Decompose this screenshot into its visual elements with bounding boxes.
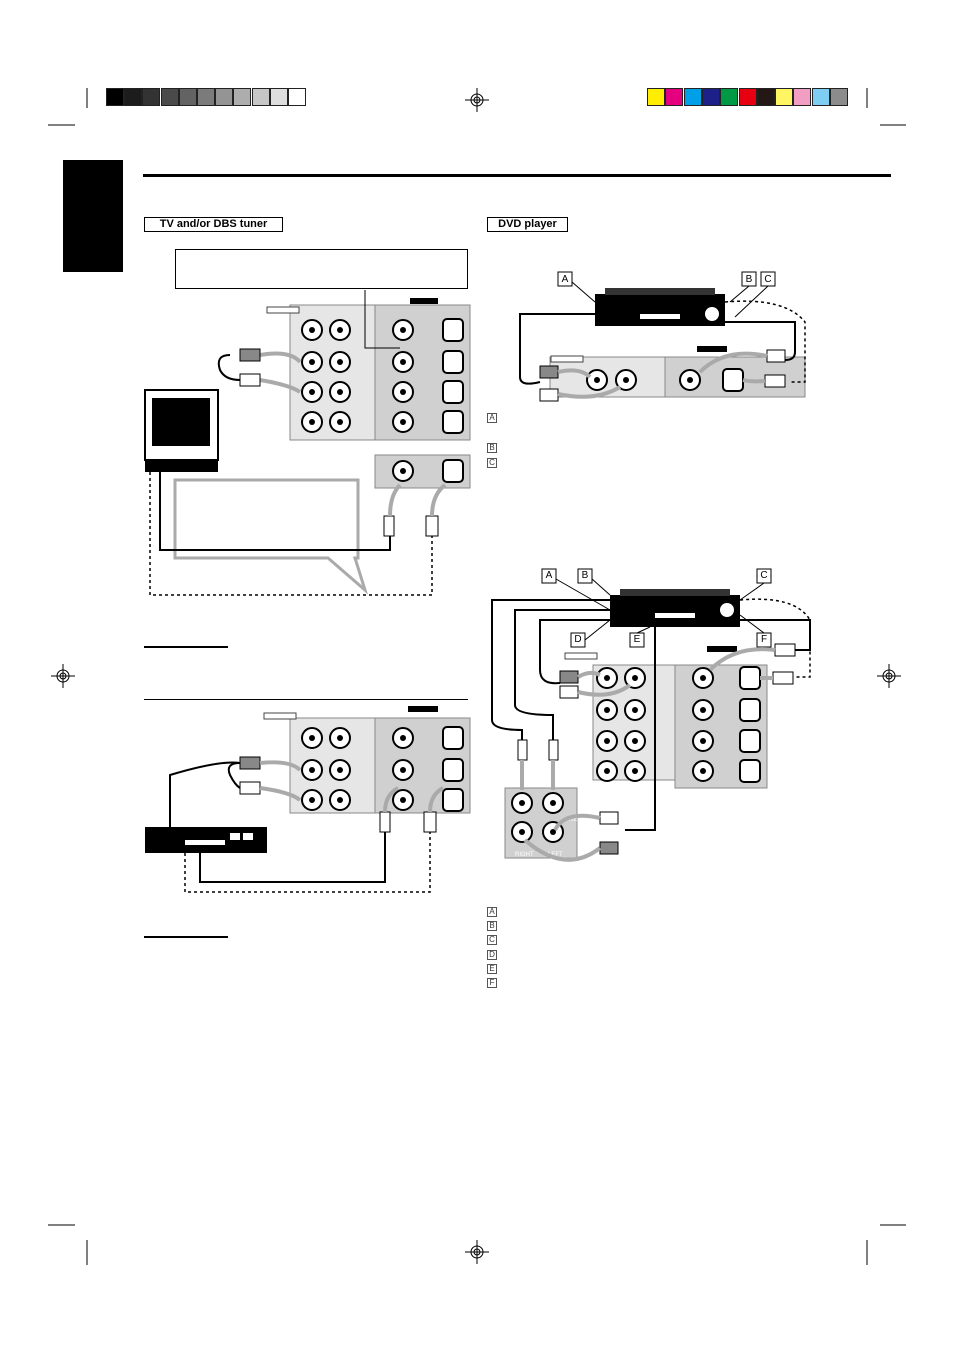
- dvd-connection-diagram-1: [519, 271, 806, 402]
- dvd-connection-diagram-2: RIGHT LEFT REAR: [491, 568, 811, 862]
- color-swatch: [738, 88, 757, 106]
- letter-b-bottom: B: [487, 921, 497, 931]
- registration-mark-right: [877, 664, 901, 688]
- color-swatch: [830, 88, 848, 106]
- diagram-bottom-letter-f: F: [760, 634, 768, 645]
- registration-mark-left: [51, 664, 75, 688]
- gray-swatch: [233, 88, 252, 106]
- left-subheading-rule: [144, 646, 228, 648]
- gray-swatch: [160, 88, 179, 106]
- gray-swatch: [106, 88, 124, 106]
- color-swatch: [793, 88, 812, 106]
- dvd-player-label: DVD player: [487, 217, 568, 232]
- diagram-bottom-letter-d: D: [574, 634, 582, 645]
- rear-right-label: RIGHT: [515, 852, 534, 858]
- gray-swatch: [178, 88, 197, 106]
- registration-mark-top: [465, 88, 489, 112]
- gray-swatch: [288, 88, 306, 106]
- gray-swatch: [142, 88, 161, 106]
- registration-mark-bottom: [465, 1240, 489, 1264]
- color-swatch: [775, 88, 794, 106]
- letter-e-bottom: E: [487, 964, 497, 974]
- letter-b-top: B: [487, 443, 497, 453]
- color-swatch: [811, 88, 830, 106]
- color-swatch: [756, 88, 775, 106]
- color-swatch: [701, 88, 720, 106]
- rear-left-label: LEFT: [548, 852, 563, 858]
- letter-a-top: A: [487, 413, 497, 423]
- color-swatch: [683, 88, 702, 106]
- letter-c-bottom: C: [487, 935, 497, 945]
- diagram-top-letter-b: B: [745, 274, 753, 285]
- letter-c-top: C: [487, 458, 497, 468]
- letter-f-bottom: F: [487, 978, 497, 988]
- header-rule: [143, 174, 891, 177]
- gray-swatch: [197, 88, 215, 106]
- diagram-bottom-letter-b: B: [581, 570, 589, 581]
- color-swatch: [665, 88, 684, 106]
- color-swatch: [720, 88, 739, 106]
- diagram-bottom-letter-e: E: [633, 634, 641, 645]
- tv-connection-diagram: [144, 290, 471, 596]
- diagram-bottom-letter-c: C: [760, 570, 768, 581]
- vcr-connection-diagram: [145, 706, 471, 893]
- left-divider: [144, 699, 468, 700]
- gray-swatch: [251, 88, 270, 106]
- rear-label: REAR: [569, 817, 586, 823]
- language-tab: [63, 160, 123, 272]
- diagram-top-letter-a: A: [561, 274, 569, 285]
- gray-swatch: [215, 88, 234, 106]
- letter-d-bottom: D: [487, 950, 497, 960]
- gray-swatch: [269, 88, 288, 106]
- gray-swatch: [124, 88, 143, 106]
- diagram-bottom-letter-a: A: [545, 570, 553, 581]
- letter-a-bottom: A: [487, 907, 497, 917]
- diagram-top-letter-c: C: [764, 274, 772, 285]
- tv-tuner-label: TV and/or DBS tuner: [144, 217, 283, 232]
- tv-note-box: [175, 249, 468, 289]
- left-subheading-rule-2: [144, 936, 228, 938]
- color-swatch: [647, 88, 665, 106]
